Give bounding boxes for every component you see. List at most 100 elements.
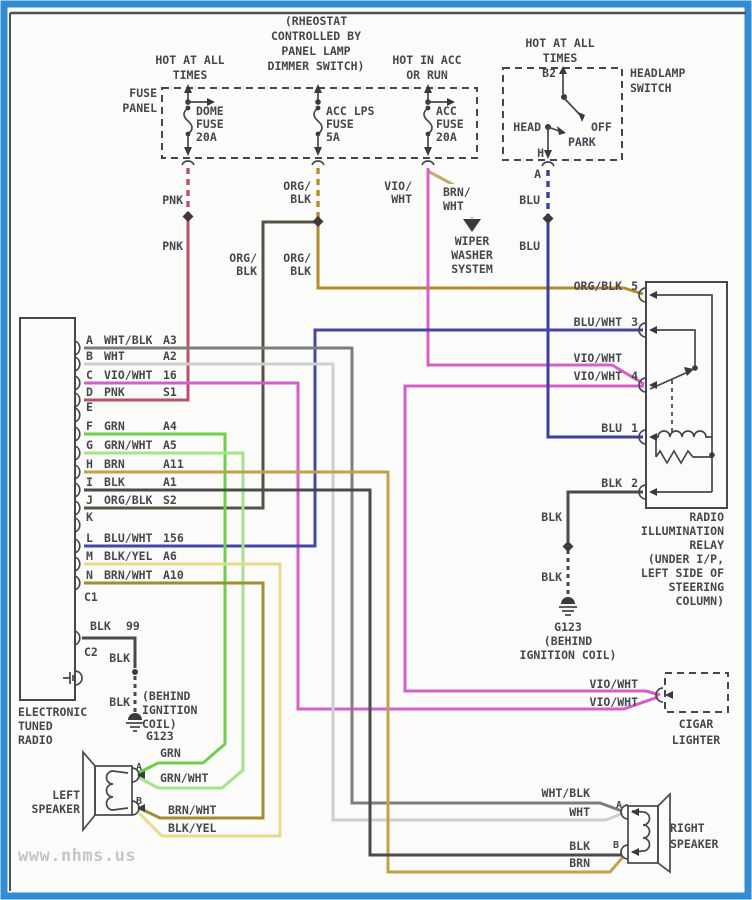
wire-viowht-relay-cigar: [403, 384, 661, 697]
wire-blkyel: [84, 562, 282, 838]
wire-label-viowht: VIO/WHT: [590, 695, 639, 709]
ground-g123-label: G123: [146, 729, 174, 743]
wire-label-viowht: VIO/WHT: [590, 677, 639, 691]
wire-label-blk: BLK: [541, 570, 562, 584]
caption-rheostat: (RHEOSTAT: [285, 14, 347, 28]
connector-pin-icon: [74, 340, 81, 356]
terminal-b2: B2: [542, 66, 556, 80]
caption-fuse-panel: FUSE: [129, 86, 157, 100]
relay-box: [645, 281, 728, 509]
wire-viowht-accfuse: [426, 168, 645, 386]
connector-pin-icon: [74, 556, 81, 572]
cigar-lighter-label: LIGHTER: [672, 733, 721, 747]
acc-fuse-label: ACC: [436, 104, 457, 118]
caption: SYSTEM: [451, 262, 493, 276]
caption-hot-in-acc: HOT IN ACC: [392, 53, 461, 67]
switch-position-off: OFF: [591, 120, 612, 134]
wire-label-orgblk: ORG/: [283, 251, 311, 265]
caption: WASHER: [451, 248, 493, 262]
wire-label-orgblk: ORG/: [283, 179, 311, 193]
connector-pin-icon: [421, 160, 435, 166]
connector-pin-icon: [638, 287, 647, 303]
connector-pin-icon: [655, 687, 664, 703]
cigar-lighter: [655, 672, 729, 713]
caption: SWITCH: [630, 81, 672, 95]
wire-grn: [84, 432, 227, 775]
connector-pin-icon: [74, 426, 81, 442]
connector-pin-icon: [638, 322, 647, 338]
fuse-panel: [161, 84, 478, 166]
radio-pin-e-label: E: [86, 400, 93, 414]
wire-label-pnk: PNK: [162, 239, 183, 253]
wire-label-wht: WHT: [569, 805, 590, 819]
caption-wiper-washer: WIPER: [455, 234, 490, 248]
connector-pin-icon: [74, 482, 81, 498]
caption-headlamp-switch: HEADLAMP: [630, 66, 685, 80]
dome-fuse: [181, 84, 215, 166]
wire-label-grnwht: GRN/WHT: [160, 771, 209, 785]
connector-pin-icon: [181, 160, 195, 166]
wire-label-grn: GRN: [160, 746, 181, 760]
wire-label-blk: BLK: [569, 839, 590, 853]
ground-note: COIL): [142, 717, 177, 731]
connector-pin-icon: [74, 517, 81, 533]
connector-pin-icon: [311, 160, 325, 166]
caption-hot-at-all-times: HOT AT ALL: [525, 36, 594, 50]
wire-blk-speaker: [84, 488, 622, 857]
voice-coil-icon: [631, 810, 651, 853]
connector-pin-icon: [638, 377, 647, 393]
connector-pin-icon: [638, 429, 647, 445]
voice-coil-icon: [105, 770, 129, 811]
connector-pin-icon: [620, 804, 629, 820]
right-speaker-label: SPEAKER: [670, 837, 719, 851]
connector-pin-icon: [74, 538, 81, 554]
connector-pin-icon: [620, 844, 629, 860]
right-speaker-label: RIGHT: [670, 821, 705, 835]
wire-viowht-radio-cigar: [84, 381, 659, 711]
junction-icon: [542, 213, 554, 224]
dome-fuse-rating: 20A: [196, 130, 217, 144]
wiper-washer: [436, 184, 481, 232]
speaker-pin-a: A: [136, 762, 142, 773]
headlamp-switch-box: [502, 67, 623, 161]
wire-label-blk: BLK: [541, 510, 562, 524]
wire-label-orgblk: BLK: [236, 264, 257, 278]
wire-label-orgblk: BLK: [290, 192, 311, 206]
junction-icon: [182, 211, 194, 222]
radio-title: TUNED: [18, 719, 53, 733]
connector-pin-icon: [74, 407, 81, 423]
relay-caption: COLUMN): [676, 594, 724, 608]
caption: PANEL LAMP: [281, 44, 350, 58]
wire-label-brnwht: BRN/WHT: [168, 803, 217, 817]
wires: [82, 168, 661, 874]
wire-label-viowht: VIO/: [384, 179, 412, 193]
connector-pin-icon: [74, 464, 81, 480]
left-speaker-label: LEFT: [52, 788, 80, 802]
speaker-pin-a: A: [616, 800, 622, 811]
caption: CONTROLLED BY: [271, 29, 361, 43]
radio-pin-k-label: K: [86, 510, 93, 524]
wire-grnwht: [84, 451, 245, 790]
acc-lps-fuse-rating: 5A: [326, 130, 340, 144]
connector-pin-icon: [638, 484, 647, 500]
speaker-cone-icon: [657, 791, 671, 874]
switch-position-head: HEAD: [513, 120, 541, 134]
wire-label-pnk: PNK: [162, 193, 183, 207]
connector-pin-icon: [541, 161, 555, 167]
relay-pin-label: VIO/WHT: [574, 351, 623, 365]
chassis-ground-pin: [63, 670, 83, 686]
relay-caption: RADIO: [689, 510, 724, 524]
